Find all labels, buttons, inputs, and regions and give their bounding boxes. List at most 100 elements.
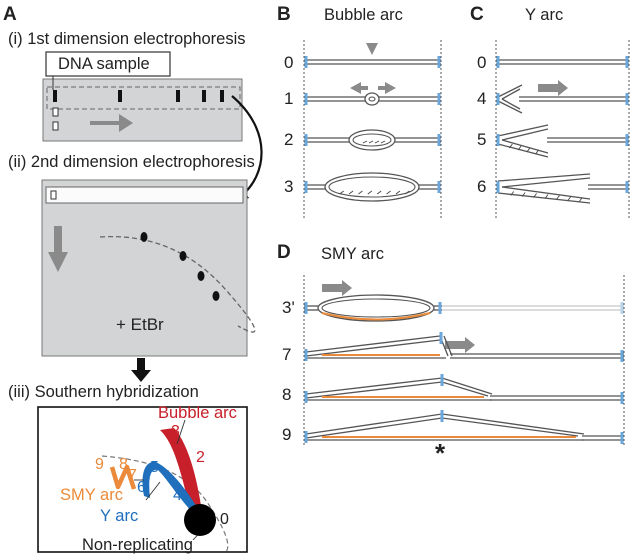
dna-strand <box>501 186 591 200</box>
spot-number: 9 <box>95 456 104 473</box>
bubble-arc-label: Bubble arc <box>158 404 237 422</box>
orange-strand <box>321 312 431 321</box>
row-number: 8 <box>282 385 291 404</box>
nascent-strand-mark <box>578 197 583 202</box>
smy-arc-curve <box>109 464 137 490</box>
panel-b-label: B <box>277 4 291 25</box>
dna-strand <box>501 88 521 100</box>
replication-bubble <box>352 133 392 147</box>
dna-strand <box>443 335 453 357</box>
blot-arc <box>101 455 229 553</box>
nascent-strand-mark <box>374 140 380 144</box>
spot-number: 6 <box>137 479 146 496</box>
row-number: 3' <box>282 298 295 317</box>
nascent-strand-mark <box>509 143 513 149</box>
replication-bubble <box>364 92 380 106</box>
non-replicating-label: Non-replicating <box>82 536 193 554</box>
dna-arc <box>99 235 256 333</box>
nascent-strand-mark <box>510 191 515 196</box>
row-number: 1 <box>284 89 293 108</box>
spot-number: 4 <box>173 487 182 504</box>
band <box>118 90 122 102</box>
dna-strand <box>501 177 591 188</box>
band <box>176 90 180 102</box>
sample-box <box>45 51 171 77</box>
nascent-strand-mark <box>386 190 391 195</box>
dna-strand <box>305 335 441 353</box>
fork-arrow-icon <box>322 280 352 296</box>
non-replicating-spot <box>184 504 216 536</box>
dna-strand <box>497 100 523 114</box>
dna-strand <box>497 192 591 204</box>
replication-bubble <box>348 129 396 151</box>
nascent-strand-mark <box>362 140 368 144</box>
nascent-strand-mark <box>405 190 410 195</box>
row-number: 5 <box>477 130 486 149</box>
spot-number: 5 <box>150 459 159 476</box>
panel-a-label: A <box>3 4 17 25</box>
lane-outline <box>46 86 241 110</box>
nascent-strand-mark <box>358 190 363 195</box>
migration-arrow-icon <box>90 114 133 132</box>
first-dimension-gel <box>42 78 243 142</box>
nascent-strand-mark <box>395 190 401 195</box>
dna-strand <box>305 377 493 395</box>
replication-bubble <box>328 176 416 198</box>
step1-label: (i) 1st dimension electrophoresis <box>8 30 246 48</box>
spot-number: 3 <box>171 423 180 440</box>
row-number: 3 <box>284 177 293 196</box>
row-number: 0 <box>284 53 293 72</box>
down-arrow-icon <box>48 226 68 272</box>
origin-marker-icon <box>366 43 378 55</box>
nascent-strand-mark <box>380 140 386 144</box>
second-dimension-gel <box>41 179 248 357</box>
panel-c-title: Y arc <box>525 6 563 24</box>
row-number: 0 <box>477 53 486 72</box>
sample-label: DNA sample <box>58 55 150 73</box>
fork-arrow-icon <box>445 337 475 353</box>
nascent-strand-mark <box>544 194 549 199</box>
etbr-label: + EtBr <box>116 315 164 334</box>
panel-b-title: Bubble arc <box>324 6 403 24</box>
spot-number: 7 <box>128 467 137 484</box>
asterisk-marker: * <box>435 438 446 468</box>
step3-label: (iii) Southern hybridization <box>8 383 199 401</box>
dna-strand <box>497 124 549 137</box>
nascent-strand-mark <box>521 192 526 197</box>
dna-strand <box>501 128 549 141</box>
dna-strand <box>305 339 441 357</box>
y-arc-label: Y arc <box>100 507 138 525</box>
spot <box>179 251 187 261</box>
row-number: 6 <box>477 177 486 196</box>
band <box>220 90 224 102</box>
panel-d-title: SMY arc <box>321 245 384 263</box>
molecule-drawings <box>304 56 629 444</box>
band <box>53 90 57 102</box>
spot-number: 0 <box>220 511 229 528</box>
nascent-strand-mark <box>517 145 522 151</box>
nascent-strand-mark <box>567 196 572 201</box>
dna-strand <box>501 139 549 154</box>
nascent-strand-mark <box>535 149 539 155</box>
step-arrow-icon <box>131 358 151 382</box>
spot-number: 2 <box>196 449 205 466</box>
y-arc-curve <box>142 461 200 516</box>
nascent-strand-mark <box>533 193 537 198</box>
panel-b: B Bubble arc 0 1 2 3 <box>277 4 442 218</box>
well <box>52 121 59 131</box>
row-number: 4 <box>477 89 486 108</box>
nascent-strand-mark <box>367 190 373 195</box>
panel-c: C Y arc 0 4 5 6 <box>470 4 630 218</box>
panel-d-label: D <box>277 242 291 263</box>
row-number: 2 <box>284 130 293 149</box>
row-number: 9 <box>282 425 291 444</box>
fork-arrow-icon <box>378 82 396 94</box>
spot-number: 1 <box>192 487 201 504</box>
step2-label: (ii) 2nd dimension electrophoresis <box>8 153 255 171</box>
nascent-strand-mark <box>368 140 374 144</box>
panel-a: A (i) 1st dimension electrophoresis DNA … <box>3 4 263 554</box>
nascent-strand-mark <box>348 190 354 195</box>
transfer-arrow-icon <box>231 95 263 202</box>
bubble-arc-leader <box>176 419 186 445</box>
